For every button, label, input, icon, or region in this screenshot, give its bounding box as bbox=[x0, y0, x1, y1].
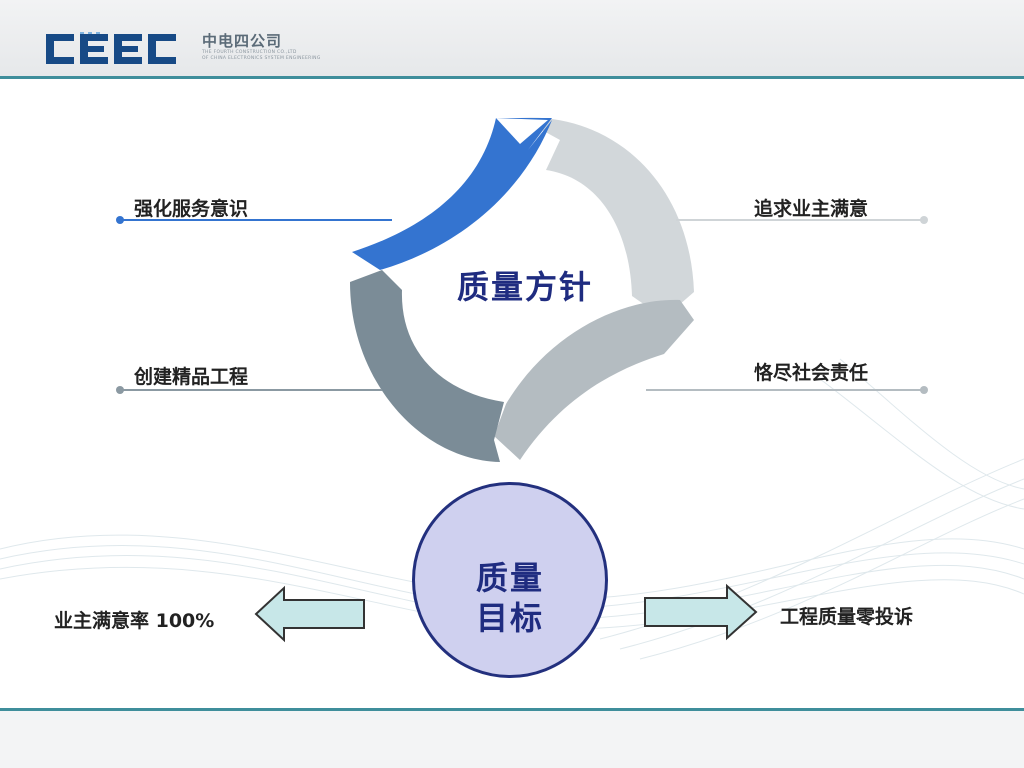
footer-divider bbox=[0, 708, 1024, 711]
company-name-en: THE FOURTH CONSTRUCTION CO.,LTD OF CHINA… bbox=[202, 50, 321, 61]
label-owner-satisfaction-rate: 业主满意率 100% bbox=[54, 610, 215, 632]
left-arrow-icon bbox=[254, 585, 365, 643]
company-name-cn: 中电四公司 bbox=[202, 32, 283, 50]
quality-goal-title: 质量 目标 bbox=[475, 559, 544, 637]
right-arrow-icon bbox=[644, 583, 758, 641]
cycle-arrow-bottom-right bbox=[494, 299, 694, 460]
cycle-arrow-top-left bbox=[352, 118, 552, 270]
label-social-responsibility: 恪尽社会责任 bbox=[754, 362, 869, 384]
label-strengthen-service: 强化服务意识 bbox=[134, 198, 249, 220]
footer-bar bbox=[0, 711, 1024, 768]
cycle-arrow-top-right bbox=[520, 117, 694, 318]
label-pursue-owner-satisfaction: 追求业主满意 bbox=[754, 198, 869, 220]
company-logo bbox=[46, 32, 176, 64]
label-zero-complaints: 工程质量零投诉 bbox=[780, 606, 914, 628]
header-divider bbox=[0, 76, 1024, 79]
cycle-arrow-bottom-left bbox=[350, 270, 504, 462]
quality-goal-circle bbox=[412, 482, 608, 678]
label-create-quality-projects: 创建精品工程 bbox=[134, 366, 249, 388]
quality-policy-title: 质量方针 bbox=[456, 268, 593, 306]
